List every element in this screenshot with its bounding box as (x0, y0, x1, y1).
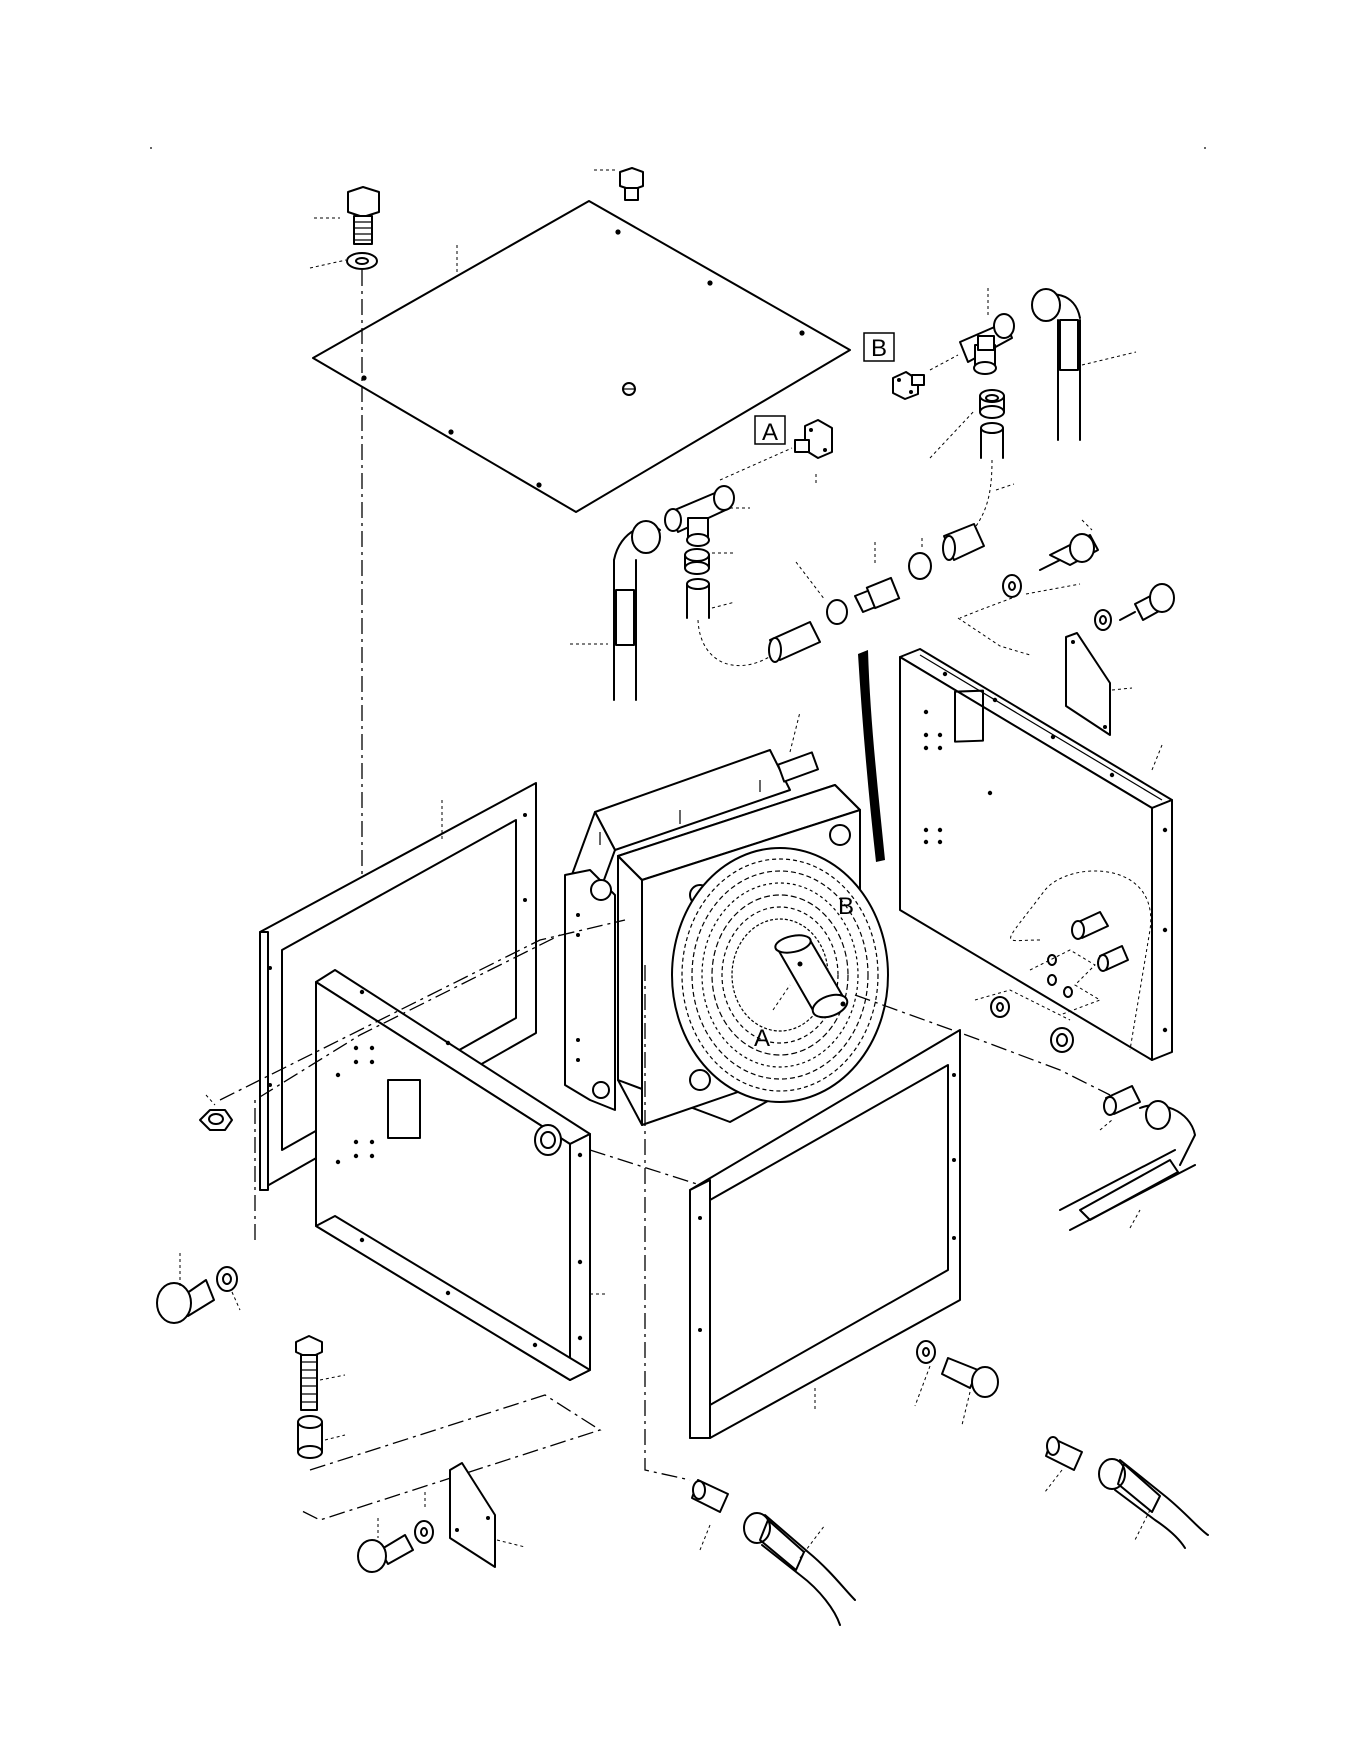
bolt-front-right (941, 1357, 999, 1426)
right-back-panel (899, 648, 1173, 1061)
bolt-top-center (594, 167, 644, 201)
fitting-bottom-right (1044, 1436, 1083, 1493)
pipe-upper (959, 422, 1015, 546)
tee-fitting-upper (959, 313, 1015, 375)
nut-lower (684, 548, 735, 575)
hose-bottom-center (743, 1512, 856, 1626)
bolt-bottom-front (357, 1518, 414, 1573)
bolt-left-lower (156, 1250, 215, 1324)
hose-upper-left (570, 520, 661, 701)
pipe-lower (686, 578, 781, 667)
bolt-right-upper-2 (1119, 583, 1175, 621)
callout-a-fan: A (754, 1025, 770, 1052)
alignment-line-bottom (299, 1394, 602, 1521)
top-cover-plate (312, 200, 851, 513)
fan-motor (772, 934, 849, 1019)
hose-right-lower (1059, 1085, 1196, 1231)
fittings-right-cluster (974, 870, 1152, 1053)
pipe-sleeve-lower (768, 621, 821, 663)
fan-belt-strip (858, 650, 885, 862)
alignment-line-center (644, 965, 691, 1481)
callout-b-label: B (871, 335, 887, 362)
callout-b-box: B (863, 332, 895, 362)
spacer-bottom-left (297, 1415, 346, 1459)
callout-a-box: A (754, 415, 786, 446)
plate-fitting-b (892, 371, 925, 400)
nut-upper (979, 389, 1005, 419)
fitting-bottom-center (691, 1479, 729, 1551)
washer-bottom-front (414, 1520, 434, 1544)
washer-right-upper (1002, 574, 1081, 598)
cover-plate-small-bottom (424, 1462, 526, 1568)
callout-a-label: A (762, 419, 778, 446)
fan-shroud (671, 847, 889, 1103)
washer-left-lower (216, 1266, 241, 1311)
bolt-top-left (314, 186, 380, 245)
washer-top-left (309, 252, 378, 270)
pipe-sleeve-upper (942, 523, 985, 561)
hose-bottom-right (1098, 1458, 1209, 1549)
cover-plate-small-right (1065, 632, 1133, 736)
front-mesh-panel (689, 1029, 961, 1439)
washer-front-right (914, 1340, 936, 1407)
plate-fitting-a (794, 419, 833, 486)
alignment-line-fan (854, 994, 1111, 1096)
tee-fitting-lower (664, 485, 750, 547)
hose-upper-right (1031, 288, 1137, 441)
callout-b-fan: B (838, 893, 854, 920)
bolt-right-upper (1039, 519, 1099, 571)
washer-right-upper-2 (1094, 609, 1112, 631)
nut-left (199, 1094, 233, 1131)
alignment-line-left-bolt (219, 919, 626, 1101)
left-front-panel (315, 969, 607, 1381)
adapter-union (795, 538, 932, 625)
bolt-bottom-left (295, 1335, 346, 1411)
